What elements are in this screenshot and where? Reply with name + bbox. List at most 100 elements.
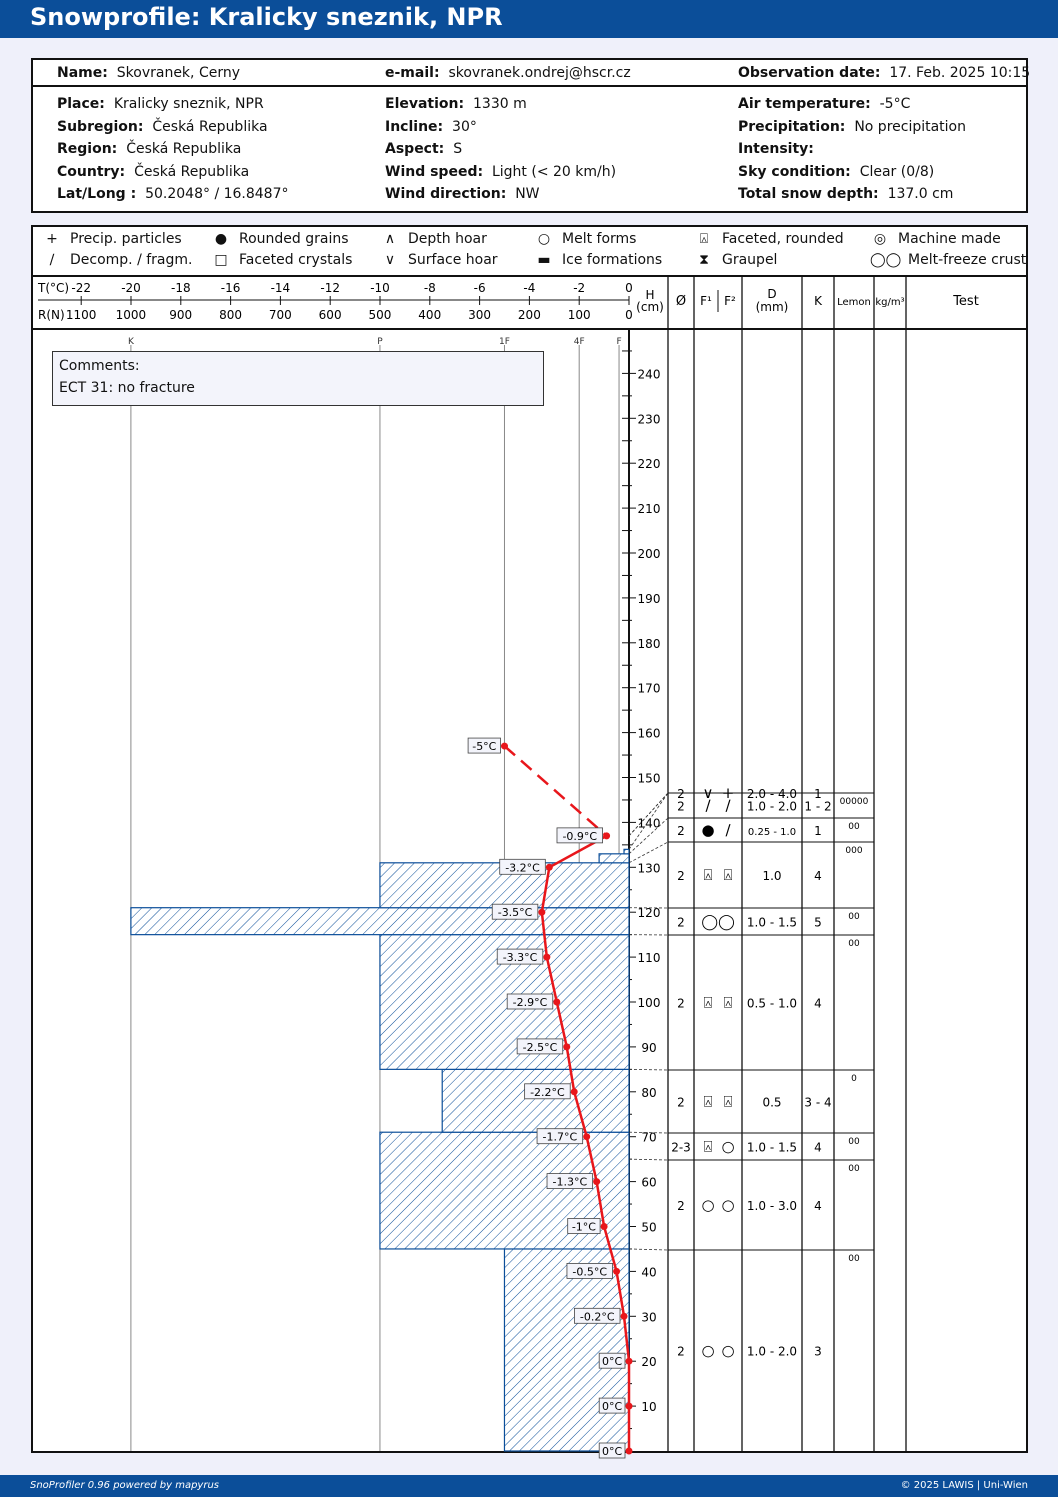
t-tick-label: -2 <box>573 281 585 295</box>
layer-lemon: 00 <box>848 1164 860 1174</box>
h-tick-label: 30 <box>641 1310 656 1324</box>
h-tick-label: 230 <box>638 412 661 426</box>
layer-grain-size: 1.0 - 1.5 <box>747 916 797 930</box>
h-tick-label: 100 <box>638 996 661 1010</box>
h-tick-label: 170 <box>638 682 661 696</box>
layer-f2: ⍓ <box>723 866 732 884</box>
temperature-label-box <box>467 737 501 754</box>
layer-lemon: 00 <box>848 822 860 832</box>
temperature-label: -0.2°C <box>580 1310 615 1323</box>
legend-label: Surface hoar <box>408 252 498 268</box>
layer-connector <box>628 817 669 855</box>
temperature-label-box <box>496 948 544 965</box>
temperature-label: -3.3°C <box>503 951 538 964</box>
t-axis-label: T(°C) <box>37 281 69 295</box>
r-tick-label: 900 <box>169 308 192 322</box>
h-tick-label: 190 <box>638 592 661 606</box>
legend-item: ○ Melt forms <box>534 231 637 247</box>
footer-credit: SnoProfiler 0.96 powered by mapyrus <box>30 1480 220 1491</box>
legend-item: ▬Ice formations <box>534 252 662 268</box>
layer-f1: ⍓ <box>703 994 712 1012</box>
info-windspeed: Wind speed: Light (< 20 km/h) <box>385 163 617 180</box>
layer-f2: ∕ <box>725 821 731 839</box>
info-place: Place: Kralicky sneznik, NPR <box>57 96 264 112</box>
layer-lemon: 000 <box>845 846 862 856</box>
layer-hardness: 1 <box>814 787 822 801</box>
temperature-point <box>553 998 561 1006</box>
legend-item: ∨Surface hoar <box>380 252 498 268</box>
temperature-label-box <box>491 903 539 920</box>
h-tick-label: 160 <box>638 727 661 741</box>
r-tick-label: 100 <box>568 308 591 322</box>
temperature-point <box>625 1357 633 1365</box>
temperature-point <box>501 742 508 750</box>
legend-label: Rounded grains <box>239 231 349 247</box>
info-precipitation: Precipitation: No precipitation <box>738 118 966 135</box>
layer-wetness: 2 <box>677 1199 685 1213</box>
info-incline: Incline: 30° <box>385 118 477 135</box>
legend-label: Faceted crystals <box>239 252 353 268</box>
temperature-label-box <box>598 1352 626 1369</box>
layer-grain-size: 0.5 <box>762 1096 781 1110</box>
temperature-label: -2.2°C <box>530 1086 565 1099</box>
layer-f1: ◯◯ <box>701 913 735 931</box>
r-tick-label: 500 <box>368 308 391 322</box>
hand-tick-label: F <box>616 337 621 347</box>
circle-icon: ○ <box>537 231 551 247</box>
melt-freeze-icon: ◯◯ <box>870 252 902 268</box>
layer-f1: ⍓ <box>703 866 712 884</box>
t-tick-label: -16 <box>221 281 241 295</box>
layer-wetness: 2 <box>677 800 685 814</box>
legend-item: □Faceted crystals <box>211 252 352 268</box>
legend-label: Precip. particles <box>70 231 182 247</box>
hand-tick-label: K <box>128 337 135 347</box>
hardness-layer <box>441 1068 630 1133</box>
temperature-label-box <box>546 1173 594 1189</box>
temperature-label: -1.3°C <box>553 1176 588 1189</box>
temperature-point <box>563 1043 571 1051</box>
layer-wetness: 2 <box>677 787 685 801</box>
caret-up-icon: ∧ <box>384 231 396 247</box>
layer-grain-size: 1.0 <box>762 869 781 883</box>
column-header: kg/m³ <box>875 297 904 308</box>
temperature-point <box>625 1402 633 1410</box>
info-skycondition: Sky condition: Clear (0/8) <box>738 163 935 180</box>
legend-item: +Precip. particles <box>42 231 182 247</box>
legend-label: Graupel <box>722 252 778 268</box>
graupel-icon: ⧗ <box>699 252 709 268</box>
hardness-layer <box>130 907 630 936</box>
layer-f1: ⍓ <box>703 1138 712 1156</box>
t-tick-label: -22 <box>71 281 91 295</box>
temperature-label-box <box>556 827 603 844</box>
t-tick-label: -4 <box>523 281 535 295</box>
info-totalsnowdepth: Total snow depth: 137.0 cm <box>738 186 954 202</box>
legend-item: ◎Machine made <box>870 231 1001 247</box>
t-tick-label: 0 <box>625 281 633 295</box>
column-header: Ø <box>676 294 686 309</box>
temperature-label: -0.9°C <box>562 830 597 843</box>
double-circle-icon: ◎ <box>873 231 887 247</box>
layer-wetness: 2 <box>677 869 685 883</box>
column-header: F² <box>724 294 736 308</box>
temperature-point <box>620 1312 628 1320</box>
layer-grain-size: 2.0 - 4.0 <box>747 787 797 801</box>
legend-label: Melt forms <box>562 231 637 247</box>
h-tick-label: 40 <box>641 1265 656 1279</box>
layer-f2: + <box>722 784 735 802</box>
layer-grain-size: 1.0 - 2.0 <box>747 1345 797 1359</box>
column-header: D <box>767 287 776 301</box>
comments-text: ECT 31: no fracture <box>59 380 195 396</box>
temperature-point <box>625 1447 633 1455</box>
column-header: K <box>814 294 823 308</box>
faceted-rounded-icon: ⍓ <box>699 231 709 247</box>
layer-hardness: 4 <box>814 869 822 883</box>
observation-date: Observation date: 17. Feb. 2025 10:15 <box>738 65 1031 81</box>
h-tick-label: 180 <box>638 637 661 651</box>
legend-label: Ice formations <box>562 252 663 268</box>
info-latlong: Lat/Long : 50.2048° / 16.8487° <box>57 186 289 202</box>
temperature-label-box <box>598 1442 626 1459</box>
layer-lemon: 0 <box>851 1074 857 1084</box>
temperature-label-box <box>516 1038 564 1055</box>
layer-f2: ○ <box>721 1138 734 1156</box>
legend-item: ∕Decomp. / fragm. <box>42 252 193 268</box>
